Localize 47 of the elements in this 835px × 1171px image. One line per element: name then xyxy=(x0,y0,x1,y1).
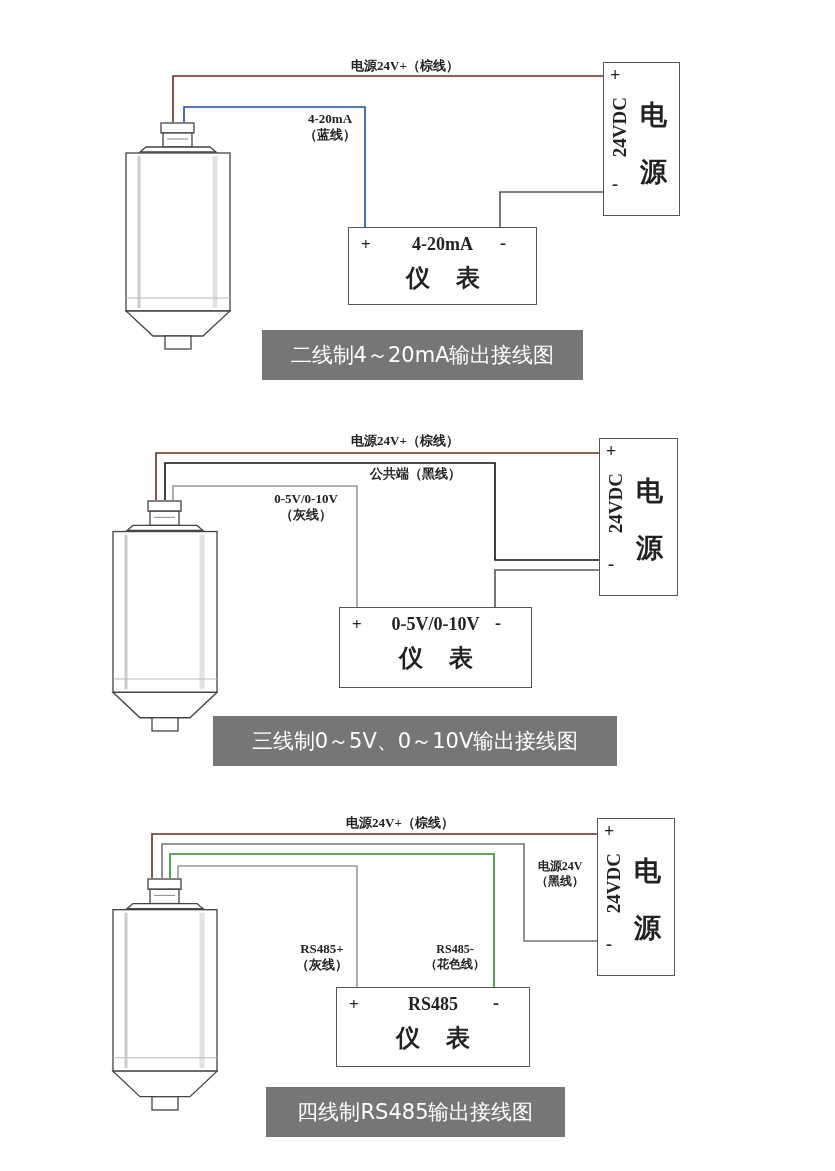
signal-label: 4-20mA xyxy=(412,235,473,255)
voltage-label: 24VDC xyxy=(610,97,631,158)
terminal-sign: - xyxy=(606,935,612,955)
terminal-sign: + xyxy=(352,616,362,635)
terminal-sign: + xyxy=(361,236,371,255)
terminal-sign: + xyxy=(604,822,615,842)
wire xyxy=(161,843,598,942)
wire xyxy=(494,569,600,608)
meter-label: 仪表 xyxy=(397,645,499,672)
voltage-label: 24VDC xyxy=(606,473,627,534)
power-supply-box xyxy=(597,818,675,976)
power-label: 电源 xyxy=(634,855,661,945)
terminal-sign: + xyxy=(606,442,617,462)
power-label: 电源 xyxy=(636,475,663,565)
power-label: 电源 xyxy=(640,99,667,189)
power-supply-box xyxy=(603,62,680,216)
sensor-drawing xyxy=(112,500,218,732)
caption-banner: 三线制0～5V、0～10V输出接线图 xyxy=(213,716,617,766)
meter-box xyxy=(339,607,532,688)
caption-banner: 四线制RS485输出接线图 xyxy=(266,1087,565,1137)
wire xyxy=(164,462,600,561)
meter-label: 仪表 xyxy=(394,1025,496,1052)
wire xyxy=(183,106,366,228)
wire xyxy=(169,853,495,988)
terminal-sign: - xyxy=(608,555,614,575)
terminal-sign: - xyxy=(495,614,501,634)
meter-box xyxy=(348,227,537,305)
terminal-sign: - xyxy=(493,994,499,1014)
sensor-drawing xyxy=(125,122,231,350)
caption-banner: 二线制4～20mA输出接线图 xyxy=(262,330,583,380)
wire xyxy=(172,75,604,123)
wire xyxy=(177,865,358,988)
wire xyxy=(155,452,600,501)
voltage-label: 24VDC xyxy=(604,853,625,914)
terminal-sign: - xyxy=(612,175,618,195)
meter-label: 仪表 xyxy=(404,265,506,292)
wire xyxy=(151,833,598,879)
terminal-sign: + xyxy=(349,996,359,1015)
wire xyxy=(172,485,358,608)
terminal-sign: + xyxy=(610,66,621,86)
power-supply-box xyxy=(599,438,678,596)
signal-label: 0-5V/0-10V xyxy=(391,615,480,635)
meter-box xyxy=(336,987,530,1067)
sensor-drawing xyxy=(112,878,218,1111)
terminal-sign: - xyxy=(500,234,506,254)
signal-label: RS485 xyxy=(408,995,458,1015)
wire xyxy=(499,191,604,228)
